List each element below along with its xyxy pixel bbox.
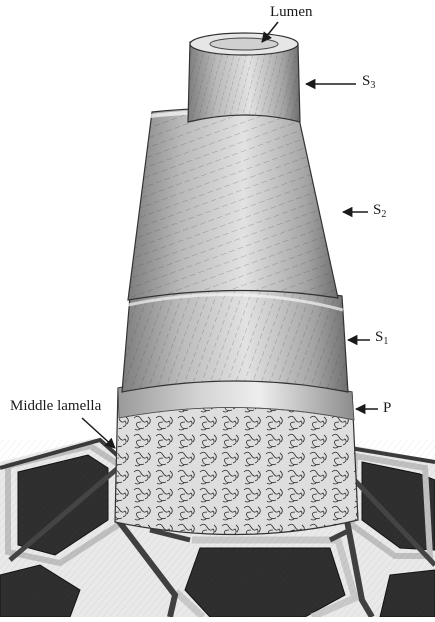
label-lumen-text: Lumen	[270, 4, 313, 20]
s1-layer	[122, 287, 348, 392]
label-s2-subscript: 2	[381, 209, 386, 220]
label-s1: S1	[375, 330, 388, 347]
label-middle-lamella-text: Middle lamella	[10, 398, 101, 414]
lumen-opening	[210, 38, 278, 50]
label-s3: S3	[362, 74, 375, 91]
s3-layer	[188, 33, 300, 122]
label-s2: S2	[373, 203, 386, 220]
label-p-text: P	[383, 400, 391, 416]
label-p: P	[383, 401, 391, 416]
primary-wall-layer	[115, 378, 358, 535]
label-s3-subscript: 3	[370, 80, 375, 91]
label-lumen: Lumen	[270, 5, 313, 20]
label-s1-subscript: 1	[383, 336, 388, 347]
label-middle-lamella: Middle lamella	[10, 399, 101, 414]
s2-layer	[128, 108, 338, 300]
